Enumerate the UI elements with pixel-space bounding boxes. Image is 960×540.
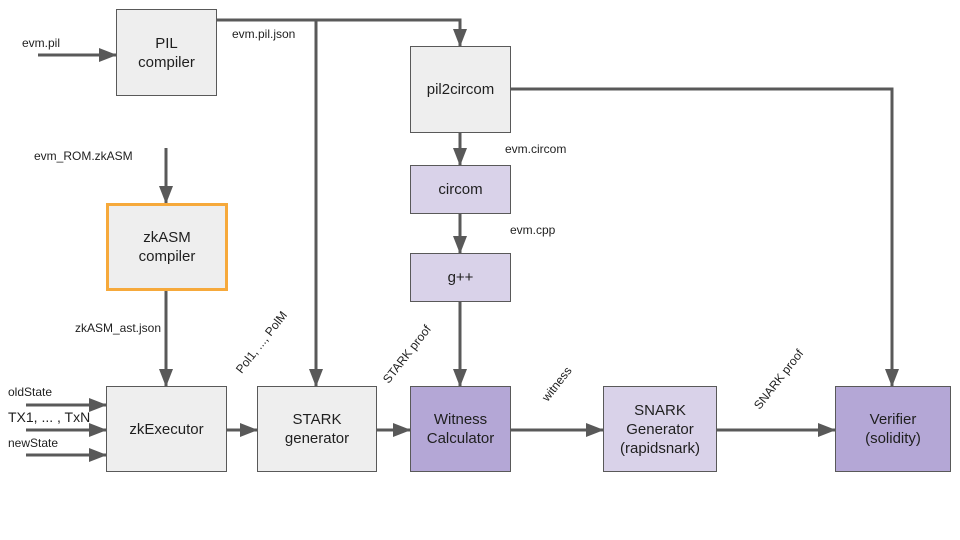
pil2circom-node: pil2circom <box>410 46 511 133</box>
arrow-pil2circom-to-verifier <box>510 87 899 387</box>
stark-generator-node: STARK generator <box>257 386 377 472</box>
zkasm-compiler-node: zkASM compiler <box>106 203 228 291</box>
label-evm-circom: evm.circom <box>505 142 567 156</box>
stark-generator-label: STARK generator <box>284 411 350 447</box>
arrow-pil-compiler-to-pil2circom <box>216 18 467 47</box>
zkexecutor-label: zkExecutor <box>129 420 204 438</box>
zkasm-compiler-label: zkASM compiler <box>138 229 196 265</box>
gpp-node: g++ <box>410 253 511 302</box>
circom-node: circom <box>410 165 511 214</box>
snark-generator-node: SNARK Generator (rapidsnark) <box>603 386 717 472</box>
verifier-node: Verifier (solidity) <box>835 386 951 472</box>
zkexecutor-node: zkExecutor <box>106 386 227 472</box>
label-zkasm-ast: zkASM_ast.json <box>75 321 162 335</box>
verifier-label: Verifier (solidity) <box>865 411 921 447</box>
label-old-state: oldState <box>8 385 53 399</box>
witness-calculator-label: Witness Calculator <box>426 411 495 447</box>
label-new-state: newState <box>8 436 59 450</box>
witness-calculator-node: Witness Calculator <box>410 386 511 472</box>
label-evm-pil: evm.pil <box>22 36 61 50</box>
label-evm-pil-json: evm.pil.json <box>232 27 296 41</box>
snark-generator-label: SNARK Generator (rapidsnark) <box>619 401 701 457</box>
label-evm-cpp: evm.cpp <box>510 223 556 237</box>
pil-compiler-label: PIL compiler <box>138 34 195 71</box>
pil2circom-label: pil2circom <box>426 81 495 98</box>
pil-compiler-node: PIL compiler <box>116 9 217 96</box>
label-txs: TX1, ... , TxN <box>8 409 91 425</box>
label-evm-rom: evm_ROM.zkASM <box>34 149 133 163</box>
circom-label: circom <box>438 181 483 198</box>
gpp-label: g++ <box>447 269 474 286</box>
